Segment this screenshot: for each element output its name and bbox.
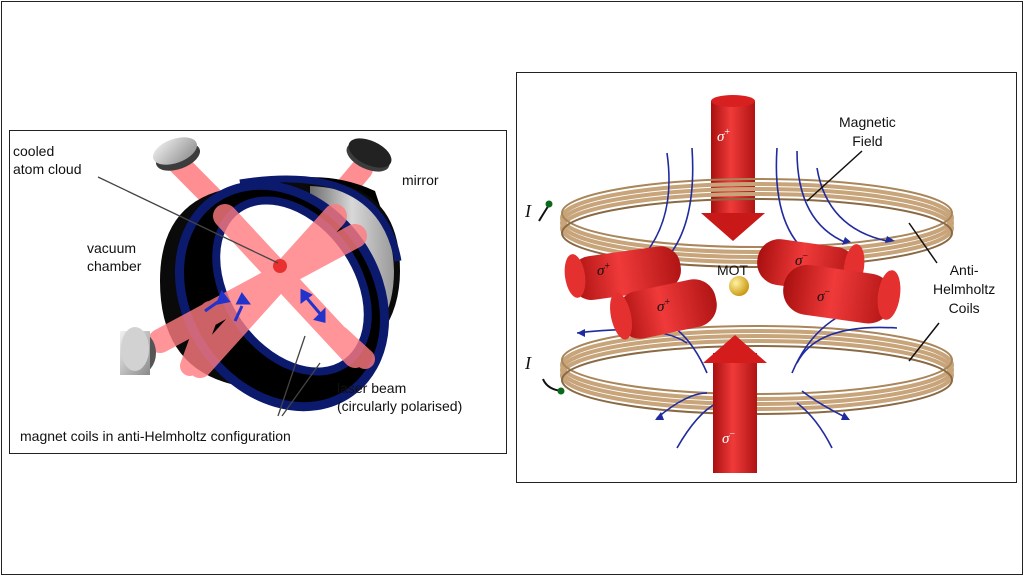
mot-chamber-diagram: cooled atom cloud mirror vacuum chamber … xyxy=(9,130,507,454)
coil-top xyxy=(560,178,954,268)
label-current-top: I xyxy=(525,201,531,221)
pol-lower-right-beam: σ− xyxy=(817,287,831,305)
label-current-bottom: I xyxy=(525,353,531,373)
mirror-bottom-left xyxy=(120,327,156,375)
mot-chamber-drawing xyxy=(97,137,402,417)
beam-lower-left xyxy=(610,279,717,340)
laser-beams-front xyxy=(148,204,375,378)
mirror-top-left xyxy=(153,137,200,171)
pol-lower-left-beam: σ+ xyxy=(657,297,671,315)
label-anti-helmholtz-coils: Anti- Helmholtz Coils xyxy=(933,262,996,316)
lead-bottom-terminal xyxy=(557,387,565,395)
beam-upper-left xyxy=(564,246,681,300)
pol-upper-right-beam: σ− xyxy=(795,251,809,269)
mot-atom-cloud xyxy=(729,276,749,296)
label-mot: MOT xyxy=(717,262,749,278)
polarisation-arrows xyxy=(204,288,326,323)
mot-coils-drawing xyxy=(538,95,954,473)
pol-upper-left-beam: σ+ xyxy=(597,261,611,279)
mirror-top-right xyxy=(346,138,392,172)
pol-top-beam: σ+ xyxy=(717,127,731,145)
right-leader-lines xyxy=(806,150,940,362)
beam-top xyxy=(701,95,765,241)
label-magnet-coils: magnet coils in anti-Helmholtz configura… xyxy=(20,428,291,444)
beam-bottom xyxy=(703,335,767,473)
label-cooled-atom-cloud: cooled atom cloud xyxy=(13,143,82,177)
lead-top-terminal xyxy=(545,200,553,208)
label-laser-beam: laser beam (circularly polarised) xyxy=(337,380,463,414)
label-vacuum-chamber: vacuum chamber xyxy=(87,240,142,274)
mot-coils-diagram: Magnetic Field Anti- Helmholtz Coils MOT… xyxy=(516,72,1017,483)
pol-bottom-beam: σ− xyxy=(722,429,736,447)
beam-lower-right xyxy=(783,264,901,324)
leader-lines xyxy=(97,176,321,417)
label-mirror: mirror xyxy=(402,172,439,188)
current-leads xyxy=(538,204,562,392)
label-magnetic-field: Magnetic Field xyxy=(839,114,896,149)
